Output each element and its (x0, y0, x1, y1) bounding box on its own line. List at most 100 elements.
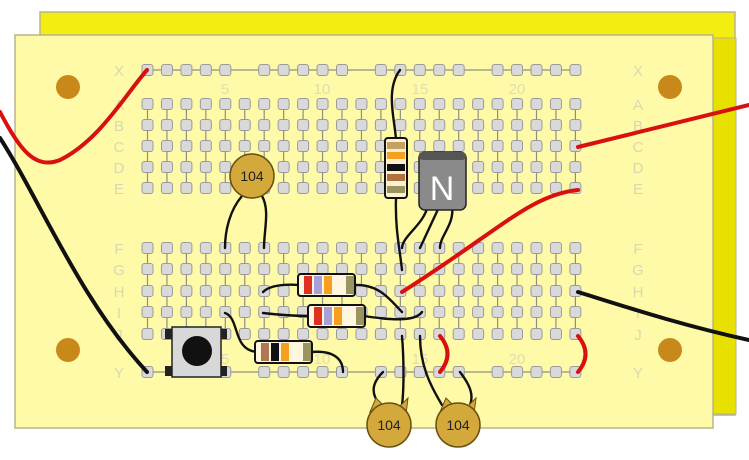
hole[interactable] (316, 140, 329, 152)
hole[interactable] (511, 285, 524, 297)
hole[interactable] (472, 140, 485, 152)
hole[interactable] (238, 98, 251, 110)
hole[interactable] (472, 263, 485, 275)
hole[interactable] (530, 242, 543, 254)
hole[interactable] (297, 119, 310, 131)
hole[interactable] (452, 98, 465, 110)
resistor-1[interactable] (261, 273, 404, 314)
hole[interactable] (530, 140, 543, 152)
hole[interactable] (374, 328, 387, 340)
hole[interactable] (297, 98, 310, 110)
hole[interactable] (316, 328, 329, 340)
hole[interactable] (199, 263, 212, 275)
hole[interactable] (160, 119, 173, 131)
hole[interactable] (569, 161, 582, 173)
hole[interactable] (238, 285, 251, 297)
rail-hole[interactable] (316, 64, 329, 76)
transistor[interactable]: N (400, 151, 467, 250)
hole[interactable] (355, 328, 368, 340)
hole[interactable] (141, 161, 154, 173)
hole[interactable] (355, 285, 368, 297)
hole[interactable] (258, 119, 271, 131)
hole[interactable] (160, 242, 173, 254)
hole[interactable] (336, 242, 348, 254)
hole[interactable] (472, 306, 485, 318)
hole[interactable] (316, 98, 329, 110)
hole[interactable] (160, 140, 173, 152)
hole[interactable] (355, 161, 368, 173)
hole[interactable] (277, 140, 290, 152)
hole[interactable] (530, 182, 543, 194)
hole[interactable] (238, 140, 251, 152)
red-jumper-col23[interactable] (576, 334, 588, 374)
hole[interactable] (238, 306, 251, 318)
hole[interactable] (413, 285, 426, 297)
hole[interactable] (316, 263, 329, 275)
rail-hole[interactable] (219, 64, 232, 76)
black-wire-right[interactable] (576, 290, 749, 342)
hole[interactable] (569, 306, 582, 318)
hole[interactable] (336, 328, 348, 340)
hole[interactable] (394, 328, 407, 340)
hole[interactable] (258, 263, 271, 275)
hole[interactable] (180, 263, 193, 275)
rail-hole[interactable] (452, 64, 465, 76)
hole[interactable] (160, 263, 173, 275)
rail-hole[interactable] (549, 366, 562, 378)
hole[interactable] (258, 140, 271, 152)
hole[interactable] (491, 182, 504, 194)
hole[interactable] (569, 98, 582, 110)
rail-hole[interactable] (374, 64, 387, 76)
rail-hole[interactable] (297, 64, 310, 76)
hole[interactable] (160, 161, 173, 173)
hole[interactable] (160, 182, 173, 194)
red-wire-diagonal[interactable] (400, 188, 580, 294)
hole[interactable] (180, 119, 193, 131)
rail-hole[interactable] (491, 64, 504, 76)
hole[interactable] (413, 263, 426, 275)
hole[interactable] (491, 306, 504, 318)
hole[interactable] (219, 263, 232, 275)
hole[interactable] (219, 140, 232, 152)
hole[interactable] (355, 263, 368, 275)
hole[interactable] (452, 263, 465, 275)
hole[interactable] (277, 285, 290, 297)
hole[interactable] (141, 306, 154, 318)
hole[interactable] (199, 242, 212, 254)
hole[interactable] (316, 119, 329, 131)
hole[interactable] (374, 306, 387, 318)
hole[interactable] (277, 161, 290, 173)
hole[interactable] (491, 263, 504, 275)
hole[interactable] (355, 140, 368, 152)
hole[interactable] (549, 285, 562, 297)
hole[interactable] (277, 98, 290, 110)
rail-hole[interactable] (277, 366, 290, 378)
hole[interactable] (530, 328, 543, 340)
hole[interactable] (549, 161, 562, 173)
hole[interactable] (511, 242, 524, 254)
hole[interactable] (549, 119, 562, 131)
rail-hole[interactable] (433, 64, 446, 76)
hole[interactable] (297, 242, 310, 254)
hole[interactable] (238, 263, 251, 275)
rail-hole[interactable] (258, 64, 271, 76)
hole[interactable] (336, 182, 348, 194)
hole[interactable] (511, 119, 524, 131)
hole[interactable] (238, 119, 251, 131)
hole[interactable] (452, 119, 465, 131)
hole[interactable] (374, 98, 387, 110)
hole[interactable] (491, 328, 504, 340)
capacitor-bottom-left[interactable]: 104 (366, 334, 412, 448)
hole[interactable] (199, 285, 212, 297)
hole[interactable] (433, 119, 446, 131)
hole[interactable] (549, 98, 562, 110)
hole[interactable] (511, 328, 524, 340)
hole[interactable] (277, 119, 290, 131)
hole[interactable] (374, 242, 387, 254)
red-jumper-col16[interactable] (438, 334, 450, 374)
rail-hole[interactable] (277, 64, 290, 76)
hole[interactable] (530, 98, 543, 110)
rail-hole[interactable] (160, 64, 173, 76)
hole[interactable] (413, 119, 426, 131)
hole[interactable] (472, 119, 485, 131)
